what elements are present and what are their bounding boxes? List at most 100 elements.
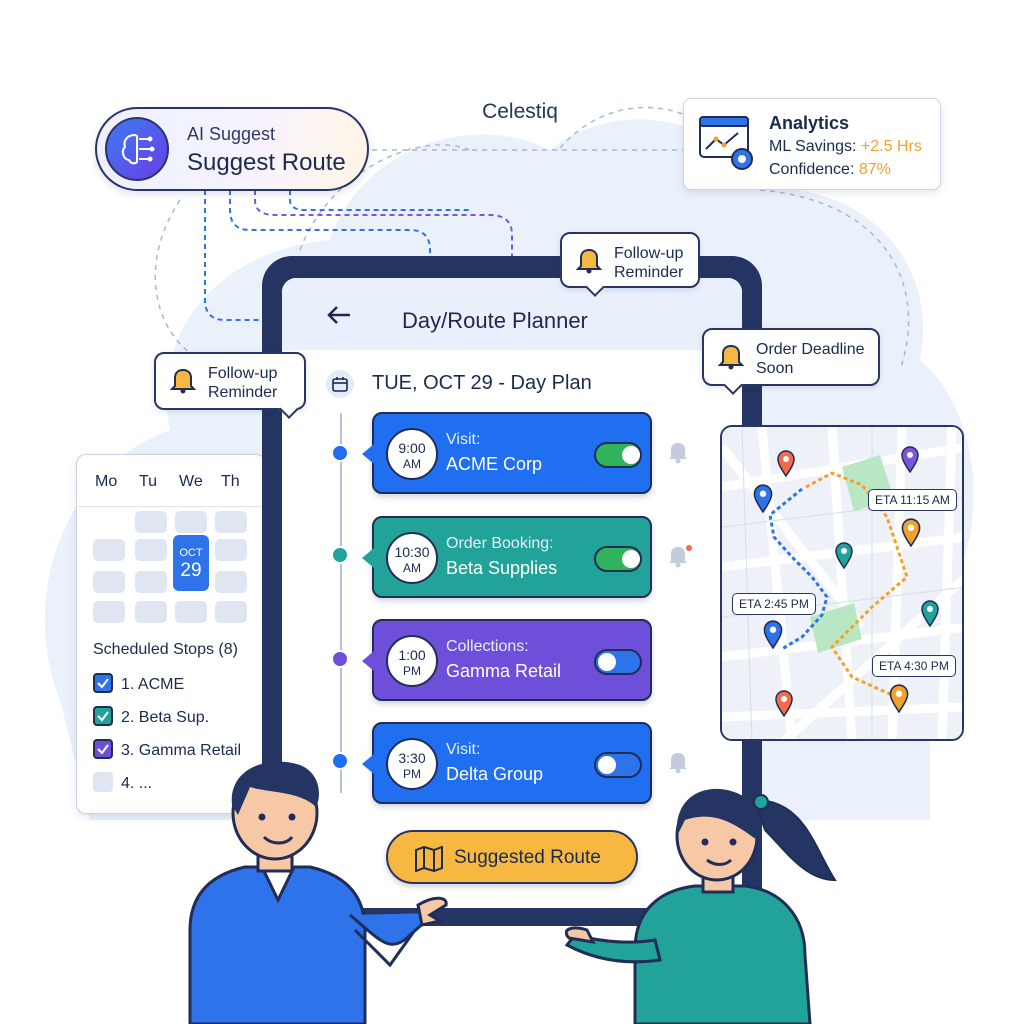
eta-label: ETA 4:30 PM	[872, 655, 956, 677]
bell-icon	[718, 344, 744, 370]
stop-item[interactable]: 1. ACME	[93, 673, 184, 695]
weekday-mo: Mo	[95, 473, 118, 490]
stop-name: Delta Group	[446, 764, 544, 784]
map-pin-icon[interactable]	[776, 449, 796, 477]
map-pin-icon[interactable]	[888, 683, 910, 713]
ml-savings-row: ML Savings: +2.5 Hrs	[769, 138, 922, 156]
bell-alert-icon[interactable]	[667, 544, 693, 568]
scheduled-stops-title: Scheduled Stops (8)	[93, 641, 238, 658]
stop-item[interactable]: 4. ...	[93, 772, 152, 794]
toggle-knob	[622, 446, 640, 464]
map-pin-icon[interactable]	[920, 599, 940, 627]
stop-toggle[interactable]	[594, 442, 642, 468]
card-pointer	[362, 444, 374, 464]
stop-type: Order Booking:	[446, 535, 554, 552]
ml-savings-label: ML Savings:	[769, 138, 857, 155]
day-plan-date: TUE, OCT 29 - Day Plan	[372, 372, 592, 394]
weekday-we: We	[179, 473, 203, 490]
calendar-day[interactable]	[215, 511, 247, 533]
brand-name: Celestiq	[482, 100, 558, 123]
stop-toggle[interactable]	[594, 546, 642, 572]
map-icon	[415, 846, 443, 872]
map-pin-icon[interactable]	[774, 689, 794, 717]
reminder-label: Follow-up Reminder	[208, 365, 278, 401]
calendar-day[interactable]	[93, 539, 125, 561]
back-arrow-icon[interactable]	[326, 304, 352, 326]
map-pin-icon[interactable]	[900, 517, 922, 547]
confidence-row: Confidence: 87%	[769, 161, 891, 179]
suggested-route-label: Suggested Route	[454, 847, 601, 868]
follow-up-reminder-bubble: Follow-up Reminder	[560, 232, 700, 297]
calendar-day[interactable]	[135, 539, 167, 561]
eta-label: ETA 2:45 PM	[732, 593, 816, 615]
stop-item[interactable]: 3. Gamma Retail	[93, 739, 241, 761]
checkbox-checked-icon[interactable]	[93, 739, 113, 759]
calendar-day[interactable]	[135, 601, 167, 623]
calendar-day[interactable]	[215, 601, 247, 623]
checkbox-unchecked-icon[interactable]	[93, 772, 113, 792]
ai-suggest-title: Suggest Route	[187, 149, 346, 176]
man-illustration	[188, 761, 448, 1024]
today-month: OCT	[179, 547, 203, 559]
stop-item[interactable]: 2. Beta Sup.	[93, 706, 209, 728]
bell-icon	[576, 248, 602, 274]
map-pin-icon[interactable]	[834, 541, 854, 569]
map-pin-icon[interactable]	[762, 619, 784, 649]
bell-icon[interactable]	[667, 750, 689, 774]
bell-icon	[170, 368, 196, 394]
ml-savings-value: +2.5 Hrs	[860, 138, 922, 155]
toggle-knob	[598, 653, 616, 671]
checkbox-checked-icon[interactable]	[93, 706, 113, 726]
weekday-header: Mo Tu We Th	[77, 455, 265, 507]
stop-type: Visit:	[446, 431, 481, 448]
card-pointer	[362, 754, 374, 774]
toggle-knob	[622, 550, 640, 568]
route-map[interactable]: ETA 11:15 AM ETA 2:45 PM ETA 4:30 PM	[720, 425, 964, 741]
calendar-day[interactable]	[135, 571, 167, 593]
weekday-th: Th	[221, 473, 240, 490]
time-value: 9:00	[398, 440, 426, 456]
checkbox-checked-icon[interactable]	[93, 673, 113, 693]
stop-name: Beta Supplies	[446, 558, 558, 578]
time-ampm: AM	[403, 561, 421, 575]
analytics-title: Analytics	[769, 113, 850, 133]
calendar-today[interactable]: OCT 29	[173, 535, 209, 591]
calendar-day[interactable]	[93, 601, 125, 623]
stop-name: Gamma Retail	[446, 661, 562, 681]
order-deadline-bubble: Order Deadline Soon	[702, 328, 880, 395]
confidence-label: Confidence:	[769, 161, 855, 178]
calendar-day[interactable]	[215, 571, 247, 593]
today-day: 29	[180, 560, 202, 581]
calendar-day[interactable]	[175, 601, 207, 623]
suggested-route-button[interactable]: Suggested Route	[386, 830, 638, 884]
map-drawing	[722, 427, 962, 739]
planner-title: Day/Route Planner	[402, 308, 588, 333]
map-pin-icon[interactable]	[752, 483, 774, 513]
analytics-card: Analytics ML Savings: +2.5 Hrs Confidenc…	[683, 98, 941, 190]
deadline-text: Order Deadline Soon	[756, 340, 865, 378]
card-pointer	[362, 651, 374, 671]
ai-suggest-button[interactable]: AI Suggest Suggest Route	[95, 107, 369, 191]
stop-toggle[interactable]	[594, 752, 642, 778]
calendar-day[interactable]	[135, 511, 167, 533]
stop-toggle[interactable]	[594, 649, 642, 675]
calendar-day[interactable]	[93, 571, 125, 593]
timeline-dot	[331, 752, 349, 770]
bell-icon[interactable]	[667, 440, 689, 464]
timeline-dot	[331, 546, 349, 564]
stop-type: Collections:	[446, 638, 529, 655]
route-planner-screen: Day/Route Planner TUE, OCT 29 - Day Plan…	[282, 278, 742, 908]
stop-name: ACME Corp	[446, 454, 543, 474]
calendar-icon	[326, 370, 354, 398]
map-pin-icon[interactable]	[900, 445, 920, 473]
time-ampm: PM	[403, 664, 421, 678]
calendar-day[interactable]	[175, 511, 207, 533]
calendar-day[interactable]	[215, 539, 247, 561]
